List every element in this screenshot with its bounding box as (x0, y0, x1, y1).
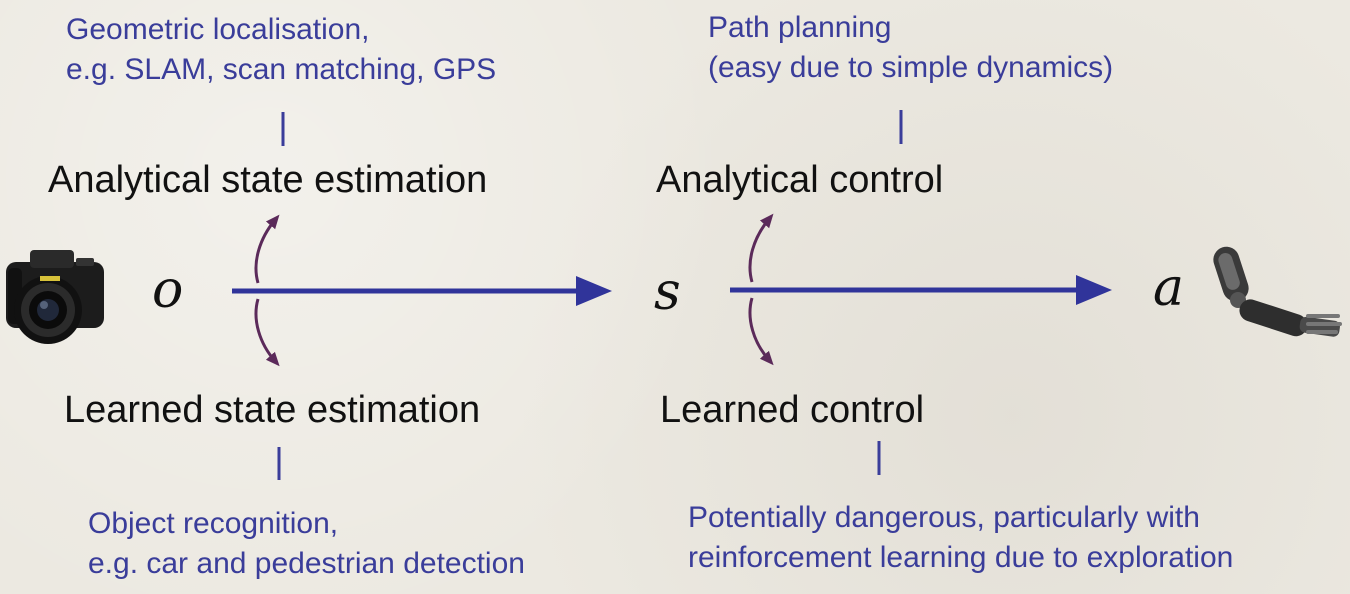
note-line: Potentially dangerous, particularly with (688, 501, 1200, 534)
heading-learned-control: Learned control (660, 389, 925, 431)
note-line: e.g. car and pedestrian detection (88, 547, 525, 580)
note-path-planning: Path planning (easy due to simple dynami… (708, 8, 1113, 88)
note-line: reinforcement learning due to exploratio… (688, 541, 1234, 574)
heading-analytical-control: Analytical control (656, 159, 944, 201)
branch-arrow-up-left (254, 214, 280, 284)
arrow-o-to-s (232, 276, 612, 306)
note-geometric-localisation: Geometric localisation, e.g. SLAM, scan … (66, 10, 496, 90)
symbol-action: a (1153, 258, 1185, 318)
heading-learned-state-estimation: Learned state estimation (64, 389, 481, 431)
note-object-recognition: Object recognition, e.g. car and pedestr… (88, 504, 525, 584)
note-line: e.g. SLAM, scan matching, GPS (66, 53, 497, 86)
symbol-state: s (654, 262, 681, 322)
heading-analytical-state-estimation: Analytical state estimation (48, 159, 488, 201)
note-line: Object recognition, (88, 507, 339, 540)
branch-arrow-down-right (748, 297, 774, 366)
arrow-s-to-a (730, 275, 1112, 305)
note-line: Path planning (708, 11, 892, 44)
note-line: (easy due to simple dynamics) (708, 51, 1114, 84)
branch-arrow-down-left (254, 298, 280, 367)
robotic-arm-icon (1213, 246, 1342, 337)
note-potentially-dangerous: Potentially dangerous, particularly with… (688, 498, 1233, 578)
note-line: Geometric localisation, (66, 13, 370, 46)
branch-arrow-up-right (748, 213, 774, 283)
symbol-observation: o (152, 260, 184, 320)
camera-icon (6, 250, 104, 344)
